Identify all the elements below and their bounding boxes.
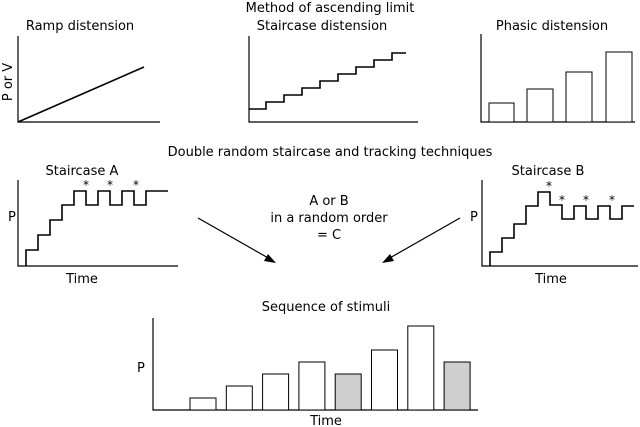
phasic-label: Phasic distension <box>496 19 608 34</box>
staircase-a-ylabel: P <box>8 210 16 225</box>
staircase-b-marker-4: * <box>609 193 615 207</box>
sequence-bar-2 <box>225 385 253 411</box>
staircase-a-panel: Staircase A P Time * * * <box>8 164 178 287</box>
phasic-panel: Phasic distension <box>480 19 635 123</box>
staircase-panel: Staircase distension <box>248 19 418 123</box>
staircase-b-marker-2: * <box>559 193 565 207</box>
right-arrow <box>382 217 461 263</box>
sequence-bar-8 <box>443 361 471 411</box>
phasic-bar-4 <box>605 51 633 123</box>
left-arrow <box>197 217 276 263</box>
combine-line-3: = C <box>317 228 341 243</box>
staircase-b-label: Staircase B <box>512 164 585 179</box>
sequence-title: Sequence of stimuli <box>262 300 391 315</box>
phasic-bar-2 <box>526 88 554 123</box>
sequence-bar-1 <box>189 397 217 411</box>
staircase-b-marker-3: * <box>583 193 589 207</box>
staircase-b-marker-1: * <box>546 179 552 193</box>
sequence-bar-4 <box>298 361 326 411</box>
ramp-label: Ramp distension <box>26 19 134 34</box>
staircase-b-axes <box>481 180 638 267</box>
combine-line-2: in a random order <box>270 211 388 226</box>
staircase-line <box>249 52 406 110</box>
staircase-b-ylabel: P <box>470 210 478 225</box>
staircase-a-marker-1: * <box>83 178 89 192</box>
sequence-bar-7 <box>407 325 435 411</box>
phasic-bar-1 <box>488 102 515 123</box>
staircase-a-label: Staircase A <box>46 164 119 179</box>
sequence-ylabel: P <box>137 361 145 376</box>
sequence-bar-6 <box>371 349 398 411</box>
staircase-b-line <box>489 191 634 266</box>
staircase-a-marker-3: * <box>133 178 139 192</box>
combine-text: A or B in a random order = C <box>270 194 388 243</box>
phasic-bar-3 <box>565 71 593 123</box>
sequence-xlabel: Time <box>309 414 342 427</box>
combine-line-1: A or B <box>309 194 348 209</box>
staircase-a-marker-2: * <box>107 178 113 192</box>
staircase-axes <box>248 36 418 123</box>
ramp-axes <box>17 36 160 123</box>
sequence-bar-3 <box>262 373 290 411</box>
ramp-line <box>17 66 145 123</box>
ramp-panel: Ramp distension P or V <box>1 19 160 123</box>
staircase-a-xlabel: Time <box>65 272 98 287</box>
ramp-ylabel: P or V <box>1 63 16 101</box>
staircase-b-xlabel: Time <box>534 272 567 287</box>
sequence-bar-5 <box>334 373 362 411</box>
staircase-a-line <box>25 190 168 266</box>
ascending-limit-title: Method of ascending limit <box>246 1 415 16</box>
sequence-bars <box>189 325 471 411</box>
double-staircase-title: Double random staircase and tracking tec… <box>168 145 493 160</box>
staircase-a-axes <box>17 180 178 267</box>
staircase-b-panel: Staircase B P Time * * * * <box>470 164 638 287</box>
sequence-axes <box>152 318 478 411</box>
staircase-label: Staircase distension <box>257 19 388 34</box>
